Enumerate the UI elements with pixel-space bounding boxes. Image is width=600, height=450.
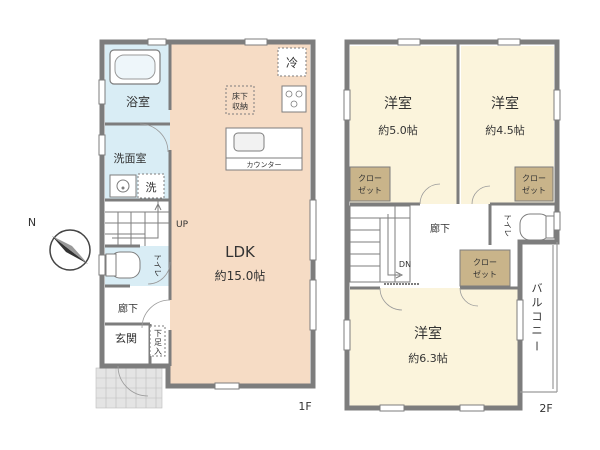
toilet-2f	[519, 213, 555, 241]
floor-2f: クロー ゼット クロー ゼット クロー ゼット	[343, 38, 561, 415]
floor-1f-label: 1F	[298, 400, 311, 413]
balcony-label: バ ル コ ニ ー	[530, 282, 543, 352]
compass-north-label: N	[28, 216, 36, 229]
entrance-label: 玄関	[115, 331, 137, 345]
kitchen-counter	[225, 127, 303, 171]
closet-room-b-label-1: クロー	[522, 174, 546, 183]
svg-text:ー: ー	[530, 341, 543, 352]
closet-hall: クロー ゼット	[459, 249, 511, 287]
compass: N	[28, 216, 91, 271]
doors-2f	[379, 183, 491, 311]
windows-1f	[98, 38, 317, 390]
inner-walls-1f	[105, 44, 172, 366]
room-b-size: 約4.5帖	[485, 123, 525, 137]
hall-1f-floor	[105, 286, 170, 324]
room-a-size: 約5.0帖	[378, 123, 418, 137]
underfloor-label-2: 収納	[232, 101, 248, 111]
ldk-door	[141, 299, 171, 329]
washroom-door	[139, 123, 169, 153]
room-a-label: 洋室	[384, 95, 412, 112]
washer-label: 洗	[146, 181, 157, 194]
shoe-storage	[149, 325, 166, 357]
toilet-1f-label: トイレ	[153, 253, 162, 277]
hall-1f-label: 廊下	[118, 302, 138, 315]
shoe-storage-label-1: 下	[154, 329, 162, 338]
room-c-floor	[350, 288, 518, 406]
toilet-1f	[105, 251, 141, 279]
ldk-size: 約15.0帖	[215, 268, 266, 283]
shoe-storage-label-3: 入	[154, 347, 162, 356]
entrance-porch	[95, 367, 163, 409]
closet-hall-label-1: クロー	[473, 258, 497, 267]
closet-room-b-label-2: ゼット	[522, 185, 546, 195]
room-c-size: 約6.3帖	[408, 351, 448, 365]
stairs-1f	[105, 200, 170, 246]
svg-text:コ: コ	[532, 310, 543, 323]
stairs-up-label: UP	[176, 220, 189, 230]
svg-text:バ: バ	[532, 282, 543, 295]
cooktop	[281, 85, 307, 113]
wash-basin	[109, 174, 137, 198]
svg-text:ル: ル	[532, 296, 543, 309]
balcony-rail	[520, 242, 558, 393]
balcony-floor	[522, 245, 554, 391]
fridge-label: 冷	[286, 56, 298, 70]
svg-text:ニ: ニ	[532, 324, 543, 337]
washer-space	[137, 173, 165, 199]
closet-room-b: クロー ゼット	[514, 166, 554, 202]
ldk-label: LDK	[225, 243, 256, 261]
shoe-storage-label-2: 足	[154, 338, 162, 347]
fridge-space	[277, 47, 307, 77]
stairs-2f	[349, 205, 411, 283]
floor-1f: 浴室 洗面室 洗 UP トイレ	[95, 38, 317, 413]
stairs-down-label: DN	[399, 260, 411, 269]
entrance-door	[117, 365, 149, 397]
inner-walls-2f	[350, 44, 555, 290]
closet-room-a-label-2: ゼット	[358, 185, 382, 195]
washroom-label: 洗面室	[114, 151, 147, 165]
room-b-label: 洋室	[491, 95, 519, 112]
bathtub	[109, 49, 161, 85]
floor-2f-label: 2F	[539, 402, 552, 415]
closet-room-a-label-1: クロー	[358, 174, 382, 183]
toilet-1f-door	[147, 261, 171, 285]
bath-label: 浴室	[126, 94, 150, 109]
hall-2f-label: 廊下	[430, 222, 450, 235]
counter-label: カウンター	[247, 160, 282, 169]
closet-room-a: クロー ゼット	[349, 166, 391, 202]
closet-hall-label-2: ゼット	[473, 269, 497, 279]
underfloor-label-1: 床下	[232, 91, 248, 101]
room-c-label: 洋室	[414, 325, 442, 342]
toilet-2f-label: トイレ	[503, 213, 512, 237]
underfloor-storage	[225, 85, 255, 115]
